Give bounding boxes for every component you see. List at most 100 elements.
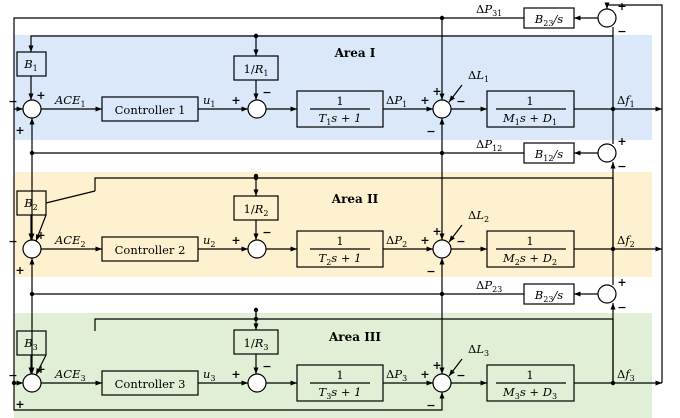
tie-31-input-b	[604, 2, 663, 383]
droop-label-1-part: R	[254, 62, 264, 76]
frequency-deviation-label-3-part: f	[624, 367, 631, 381]
governor-denominator-1-part: s + 1	[331, 111, 361, 125]
droop-label-3-part: 1/	[244, 336, 255, 350]
governor-denominator-1: T1s + 1	[319, 111, 362, 127]
governor-denominator-1-part: T	[319, 111, 328, 125]
generator-denominator-3-part: 3	[515, 392, 520, 401]
governor-summer-plus-1: +	[231, 94, 240, 107]
generator-denominator-3-part: D	[542, 385, 552, 399]
area-2-title: Area II	[331, 192, 379, 206]
governor-denominator-2-part: T	[319, 251, 328, 265]
tie-block-label-3-part: B	[534, 288, 543, 302]
ace-summer-minus-left-2: −	[8, 235, 17, 248]
controller-block-3	[101, 370, 199, 396]
generator-denominator-3-part: s +	[520, 385, 543, 399]
governor-denominator-3-part: s + 1	[331, 385, 361, 399]
tie-integrator-block-1	[523, 7, 575, 29]
load-disturbance-label-2: ΔL2	[468, 208, 489, 224]
frequency-deviation-label-3-part: Δ	[617, 367, 625, 381]
load-disturbance-label-2-part: Δ	[468, 208, 476, 222]
load-disturbance-label-3-part: Δ	[468, 342, 476, 356]
control-signal-label-3-part: 3	[210, 374, 215, 383]
generator-denominator-1-part: s +	[520, 111, 543, 125]
tie-power-label-3: ΔP23	[476, 278, 502, 294]
mech-power-label-1: ΔP1	[386, 93, 407, 109]
frequency-deviation-label-1: Δf1	[617, 93, 635, 109]
governor-denominator-2: T2s + 1	[319, 251, 362, 267]
controller-block-2	[101, 236, 199, 262]
tie-block-label-2-part: B	[534, 147, 543, 161]
tie-power-label-2-part: P	[483, 137, 492, 151]
governor-denominator-2-part: 2	[326, 258, 331, 267]
ace-summer-minus-left-1: −	[8, 95, 17, 108]
ace-summer-1	[22, 99, 42, 119]
blocks-and-summers	[16, 7, 617, 402]
governor-denominator-3: T3s + 1	[319, 385, 362, 401]
load-summer-minus-3: −	[456, 369, 465, 382]
mech-power-label-1-part: 1	[402, 100, 407, 109]
ace-summer-2	[22, 239, 42, 259]
tie-summer-plus-2: +	[617, 135, 626, 148]
ace-signal-label-1-part: 1	[81, 100, 86, 109]
load-summer-plus-2: +	[420, 234, 429, 247]
load-summer-minus-bottom-1: −	[426, 125, 435, 138]
control-signal-label-2: u2	[203, 233, 216, 249]
mech-power-label-3: ΔP3	[386, 367, 407, 383]
generator-numerator-3: 1	[526, 368, 533, 382]
controller-label-3: Controller 3	[115, 377, 186, 391]
tie-power-label-3-part: 23	[492, 285, 502, 294]
bias-feed-wire-1	[28, 35, 256, 52]
generator-block-3	[486, 364, 575, 402]
frequency-deviation-label-2-part: f	[624, 233, 631, 247]
tie-23-junction-a	[439, 291, 445, 297]
tie-block-label-3-part: 23	[543, 295, 553, 304]
tie-block-label-1-part: B	[534, 12, 543, 26]
droop-label-3: 1/R3	[244, 336, 269, 352]
bias-feed-wire-3	[94, 318, 256, 331]
ace-signal-label-3-part: ACE	[54, 367, 81, 381]
ace-signal-label-1-part: ACE	[54, 93, 81, 107]
mech-power-label-3-part: Δ	[386, 367, 394, 381]
governor-block-1	[296, 90, 384, 128]
generator-denominator-3: M3s + D3	[502, 385, 557, 401]
generator-denominator-1-part: D	[542, 111, 552, 125]
ace-signal-label-2-part: 2	[81, 240, 86, 249]
ace-summer-plus-top-3: +	[36, 363, 45, 376]
ace-signal-label-2-part: ACE	[54, 233, 81, 247]
load-summer-3	[432, 373, 452, 393]
bias-label-1-part: B	[23, 57, 32, 71]
generator-numerator-1: 1	[526, 94, 533, 108]
bias-feed-arrow-2	[35, 214, 47, 242]
load-disturbance-label-3: ΔL3	[468, 342, 489, 358]
load-disturbance-label-2-part: 2	[484, 215, 489, 224]
area-3-title: Area III	[328, 330, 381, 344]
generator-denominator-3-part: 3	[552, 392, 557, 401]
ace-signal-label-3-part: 3	[81, 374, 86, 383]
tie-31-junction	[439, 15, 445, 21]
droop-label-3-part: 3	[263, 343, 268, 352]
frequency-deviation-label-1-part: Δ	[617, 93, 625, 107]
area-1-background	[14, 35, 652, 140]
tie-summer-minus-1: −	[617, 25, 626, 38]
tie-summer-minus-3: −	[617, 301, 626, 314]
control-signal-label-1-part: u	[203, 93, 210, 107]
governor-denominator-3-part: 3	[326, 392, 331, 401]
bias-block-2	[16, 190, 47, 216]
tie-block-label-2: B12/s	[534, 147, 564, 163]
mech-power-label-2: ΔP2	[386, 233, 407, 249]
tie-summer-1	[597, 8, 617, 28]
governor-denominator-2-part: s + 1	[331, 251, 361, 265]
generator-denominator-1: M1s + D1	[502, 111, 557, 127]
governor-summer-minus-2: −	[262, 226, 271, 239]
ace-summer-minus-left-3: −	[8, 369, 17, 382]
tie-summer-plus-3: +	[617, 276, 626, 289]
mech-power-label-2-part: 2	[402, 240, 407, 249]
mech-power-label-2-part: Δ	[386, 233, 394, 247]
governor-denominator-3-part: T	[319, 385, 328, 399]
governor-block-2	[296, 230, 384, 268]
mech-power-label-2-part: P	[393, 233, 402, 247]
generator-denominator-2-part: 2	[515, 258, 520, 267]
governor-summer-minus-3: −	[262, 360, 271, 373]
controller-label-2: Controller 2	[115, 243, 186, 257]
ace-summer-plus-top-2: +	[36, 229, 45, 242]
